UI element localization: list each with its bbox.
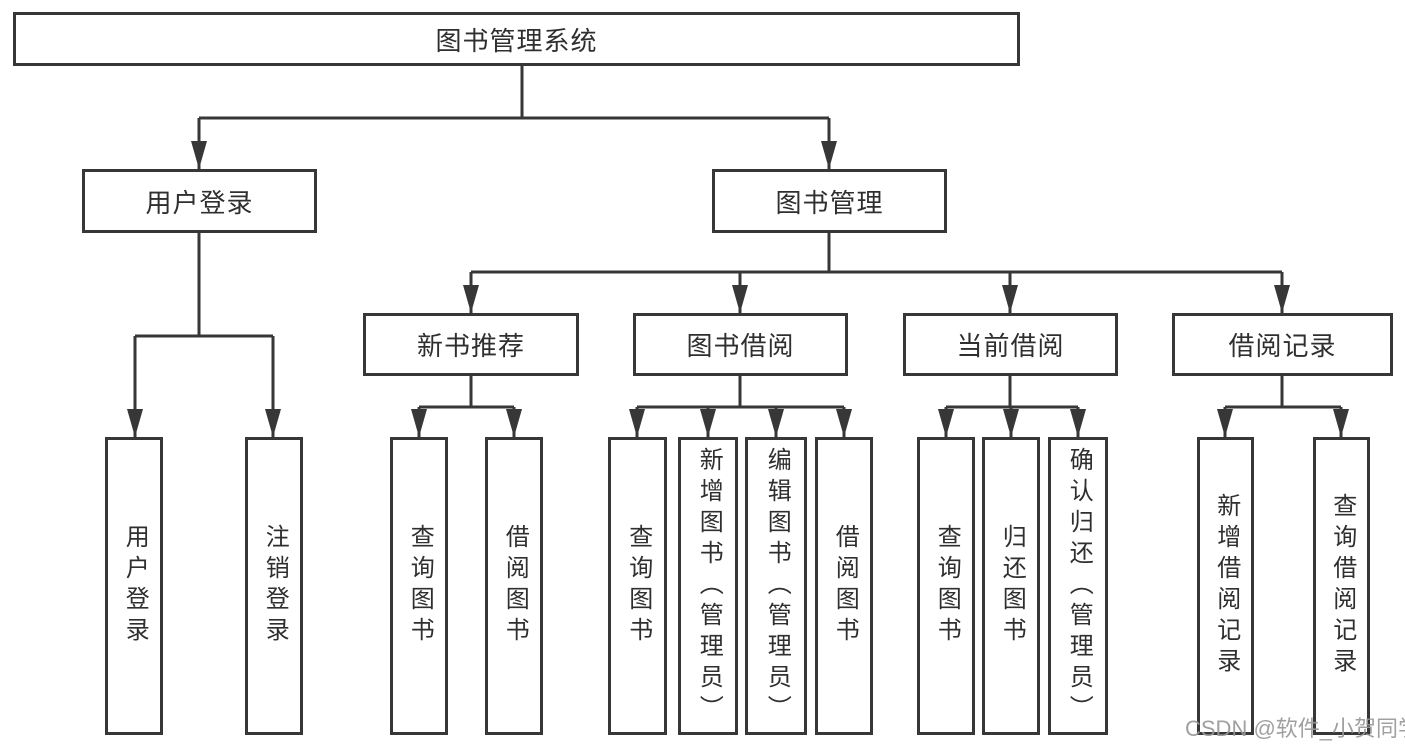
leaf-user-login: 用户登录 [105, 437, 163, 735]
leaf-add-borrow-record: 新增借阅记录 [1197, 437, 1254, 735]
node-book-management-label: 图书管理 [775, 187, 884, 218]
node-user-login: 用户登录 [82, 169, 317, 233]
leaf-query-books-borrow: 查询图书 [608, 437, 667, 735]
node-borrow-records: 借阅记录 [1172, 313, 1393, 376]
leaf-query-books-recommend: 查询图书 [390, 437, 448, 735]
leaf-add-books-admin: 新增图书（管理员） [678, 437, 738, 735]
watermark-text: CSDN @软件_小贺同学 [1185, 716, 1405, 741]
connector-new-book-recommend [411, 376, 522, 437]
leaf-confirm-return-admin: 确认归还（管理员） [1048, 437, 1108, 735]
connector-book-borrow [629, 376, 852, 437]
connector-root [191, 66, 837, 169]
connector-current-borrow [938, 376, 1086, 437]
leaf-logout: 注销登录 [245, 437, 303, 735]
node-borrow-records-label: 借阅记录 [1228, 331, 1337, 361]
leaf-borrow-books-recommend: 借阅图书 [485, 437, 543, 735]
node-current-borrow-label: 当前借阅 [956, 331, 1065, 361]
leaf-query-books-current: 查询图书 [917, 437, 975, 735]
leaf-return-books: 归还图书 [982, 437, 1040, 735]
node-new-book-recommend: 新书推荐 [363, 313, 579, 376]
node-book-borrow-label: 图书借阅 [686, 331, 795, 361]
leaf-edit-books-admin: 编辑图书（管理员） [745, 437, 807, 735]
node-root: 图书管理系统 [13, 12, 1020, 66]
node-new-book-recommend-label: 新书推荐 [416, 331, 525, 361]
connector-borrow-records [1217, 376, 1349, 437]
node-book-borrow: 图书借阅 [633, 313, 848, 376]
node-user-login-label: 用户登录 [145, 187, 254, 218]
node-current-borrow: 当前借阅 [903, 313, 1118, 376]
node-book-management: 图书管理 [712, 169, 947, 233]
connector-user-login [127, 233, 281, 437]
leaf-borrow-books: 借阅图书 [815, 437, 873, 735]
leaf-query-borrow-record: 查询借阅记录 [1313, 437, 1370, 735]
node-root-label: 图书管理系统 [435, 25, 598, 56]
connector-book-management [463, 233, 1290, 313]
